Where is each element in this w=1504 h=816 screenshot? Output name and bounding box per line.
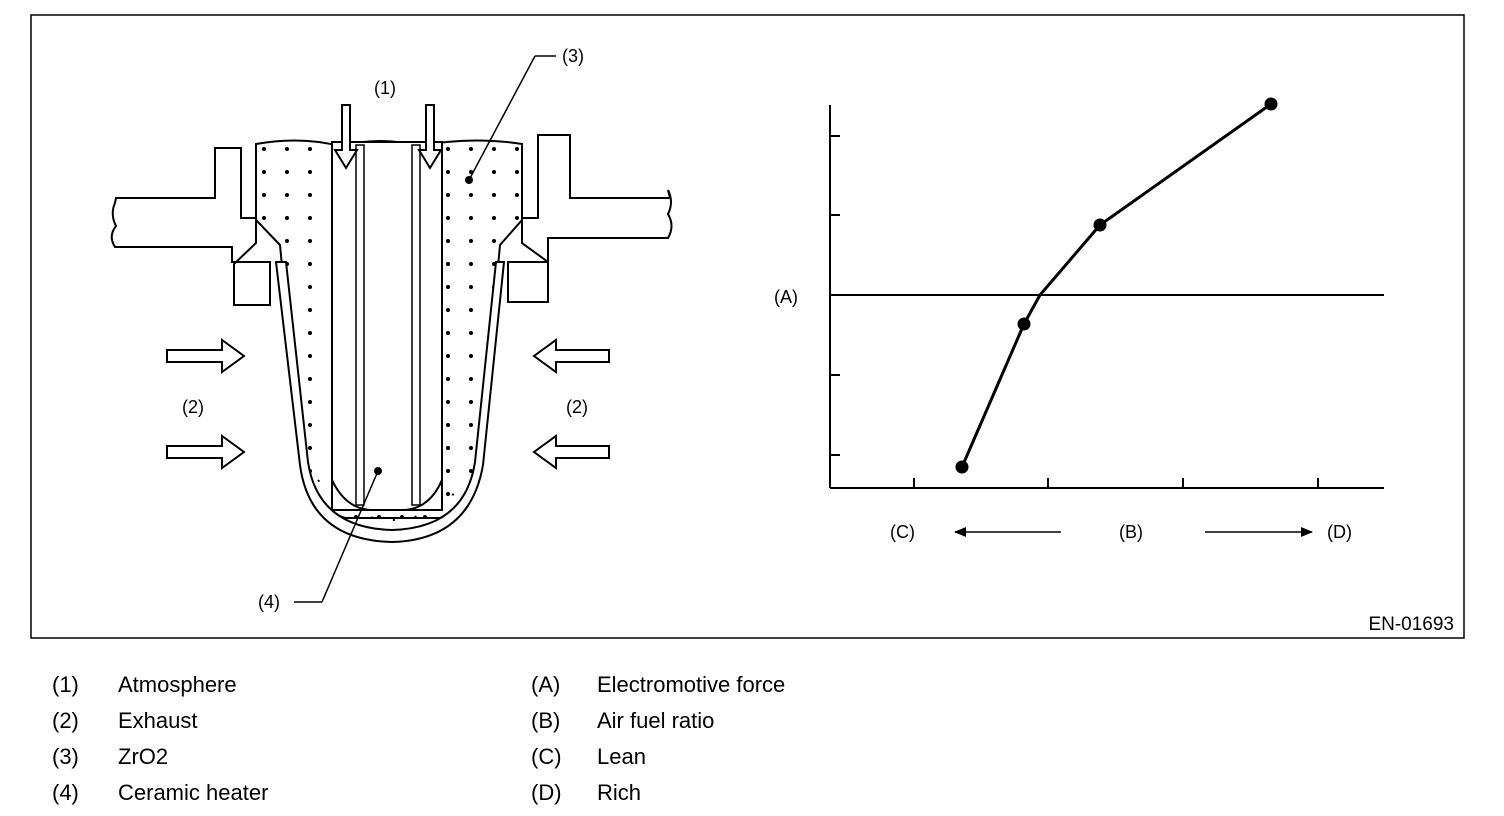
sensor-diagram: (1) (3) (2) (2) (4) [110,46,673,612]
figure-frame [30,14,1465,639]
exhaust-arrow-left-top [166,338,246,374]
graph-left-label: (C) [890,522,915,542]
exhaust-arrow-left-bottom [166,434,246,470]
legend-text: Ceramic heater [118,780,269,805]
atmosphere-arrow-left [333,104,359,170]
curve-point [955,460,969,474]
graph-right-label: (D) [1327,522,1352,542]
legend-text: Air fuel ratio [597,708,715,733]
protection-tube [274,261,506,544]
inner-wall-left [355,144,365,506]
emf-graph: (A) (C) (B) (D) [774,97,1384,542]
legend-text: Lean [597,744,646,769]
graph-y-label: (A) [774,287,798,307]
pipe-wall-right [507,134,673,303]
emf-curve [960,102,1272,468]
legend-item: (A) Electromotive force [531,667,785,703]
legend-key: (3) [52,744,79,769]
chamber-bottom [331,479,443,511]
callout-exhaust-left: (2) [182,397,204,417]
legend-item: (C) Lean [531,739,785,775]
legend-key: (1) [52,672,79,697]
pipe-wall-left [110,147,271,306]
leader-heater [321,470,379,603]
curve-point [1093,218,1107,232]
legend-text: Exhaust [118,708,198,733]
legend-sensor-parts: (1) Atmosphere (2) Exhaust (3) ZrO2 (4) … [52,667,268,811]
callout-heater: (4) [258,592,280,612]
exhaust-arrow-right-top [532,338,610,374]
curve-point [1017,317,1031,331]
leader-zro2 [468,55,536,181]
callout-zro2: (3) [562,46,584,66]
graph-x-label: (B) [1119,522,1143,542]
legend-text: Electromotive force [597,672,786,697]
leader-heater-dot [374,467,382,475]
legend-key: (4) [52,780,79,805]
legend-key: (C) [531,744,562,769]
figure-code: EN-01693 [1368,614,1454,635]
inner-wall-right [411,144,421,506]
callout-exhaust-right: (2) [566,397,588,417]
legend-text: Rich [597,780,642,805]
legend-key: (2) [52,708,79,733]
legend-item: (B) Air fuel ratio [531,703,785,739]
exhaust-arrow-right-bottom [532,434,610,470]
atmosphere-arrow-right [417,104,443,170]
leader-zro2-dot [465,176,473,184]
legend-key: (A) [531,672,561,697]
atmosphere-chamber [331,141,443,511]
callout-atmosphere: (1) [374,78,396,98]
legend-item: (3) ZrO2 [52,739,268,775]
legend-key: (D) [531,780,562,805]
legend-text: ZrO2 [118,744,169,769]
legend-item: (2) Exhaust [52,703,268,739]
legend-item: (D) Rich [531,775,785,811]
curve-point [1264,97,1278,111]
legend-graph-terms: (A) Electromotive force (B) Air fuel rat… [531,667,785,811]
legend-item: (4) Ceramic heater [52,775,268,811]
legend-item: (1) Atmosphere [52,667,268,703]
legend-text: Atmosphere [118,672,237,697]
legend-key: (B) [531,708,561,733]
